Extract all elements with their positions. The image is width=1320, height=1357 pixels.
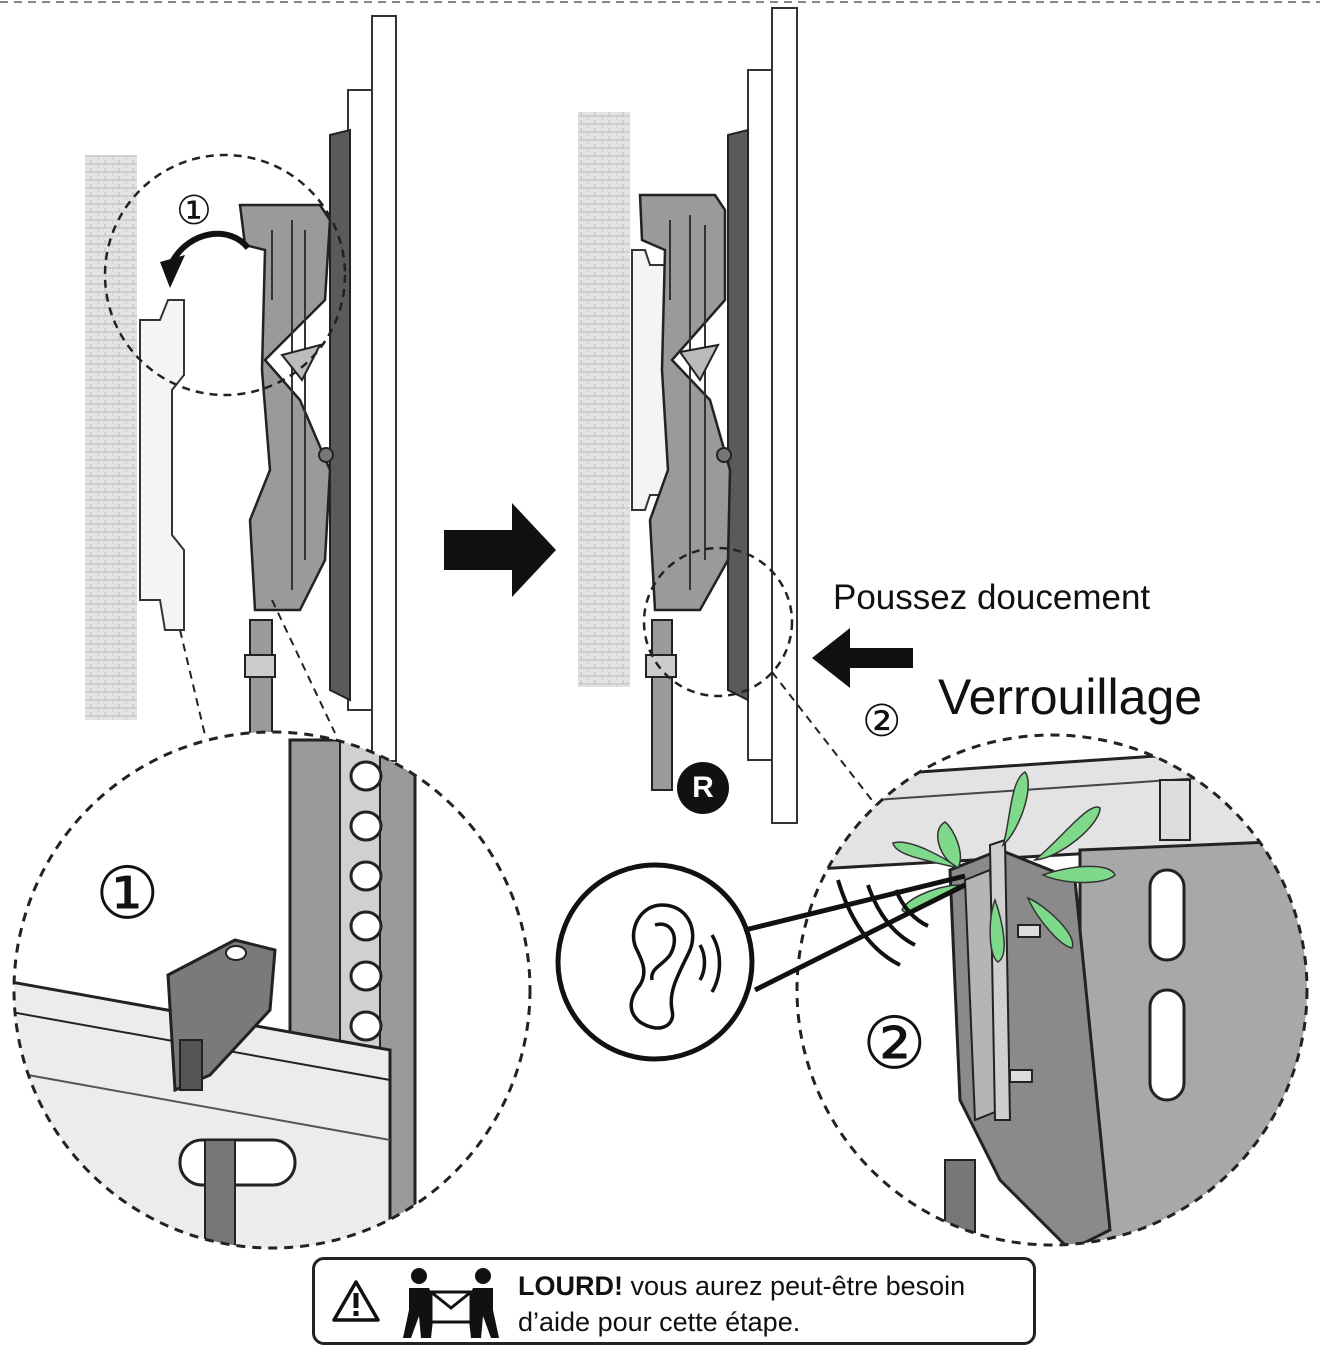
step-1-marker-small: ① <box>176 189 212 233</box>
tv-panel-left <box>371 15 397 762</box>
tv-back-left <box>347 89 373 711</box>
detail-view-left <box>14 732 530 1248</box>
step-2-marker-small: ② <box>862 697 902 746</box>
ear-bubble <box>555 862 755 1062</box>
step-1-marker-large: ① <box>95 854 160 934</box>
wall-texture-right <box>578 112 630 687</box>
heavy-warning-box: LOURD! vous aurez peut-être besoin d’aid… <box>312 1257 1036 1345</box>
warning-text: LOURD! vous aurez peut-être besoin d’aid… <box>518 1268 965 1340</box>
detail-circle-small-right <box>642 546 794 698</box>
tv-bracket-arm-right <box>638 193 732 612</box>
curved-arrow-icon <box>169 230 251 264</box>
two-person-lift-icon <box>403 1268 499 1338</box>
tv-back-right <box>747 69 773 761</box>
warning-line-2: d’aide pour cette étape. <box>518 1307 801 1337</box>
wall-texture-left <box>85 155 137 720</box>
tv-bracket-plate-left <box>329 128 351 702</box>
tv-bracket-plate-right <box>727 128 749 702</box>
wall-plate-left <box>139 299 185 631</box>
detail-circle-big-left <box>12 730 532 1250</box>
warning-line-1: LOURD! vous aurez peut-être besoin <box>518 1268 965 1304</box>
detail-circle-big-right <box>795 733 1309 1247</box>
ear-icon <box>629 903 722 1030</box>
step-2-marker-large: ② <box>862 1004 927 1084</box>
push-gently-label: Poussez doucement <box>833 578 1151 617</box>
detail-view-right <box>797 735 1307 1245</box>
detail-circle-small-left <box>103 153 347 397</box>
warning-line-1-rest: vous aurez peut-être besoin <box>622 1271 966 1301</box>
tv-bracket-arm-left <box>238 203 332 612</box>
warning-triangle-icon <box>332 1280 380 1322</box>
left-arrow-icon <box>812 628 913 688</box>
click-burst <box>892 771 1116 963</box>
right-arrow-icon <box>444 503 556 597</box>
warning-bold: LOURD! <box>518 1271 623 1301</box>
part-r-badge: R <box>677 762 729 814</box>
locking-label: Verrouillage <box>938 669 1203 725</box>
